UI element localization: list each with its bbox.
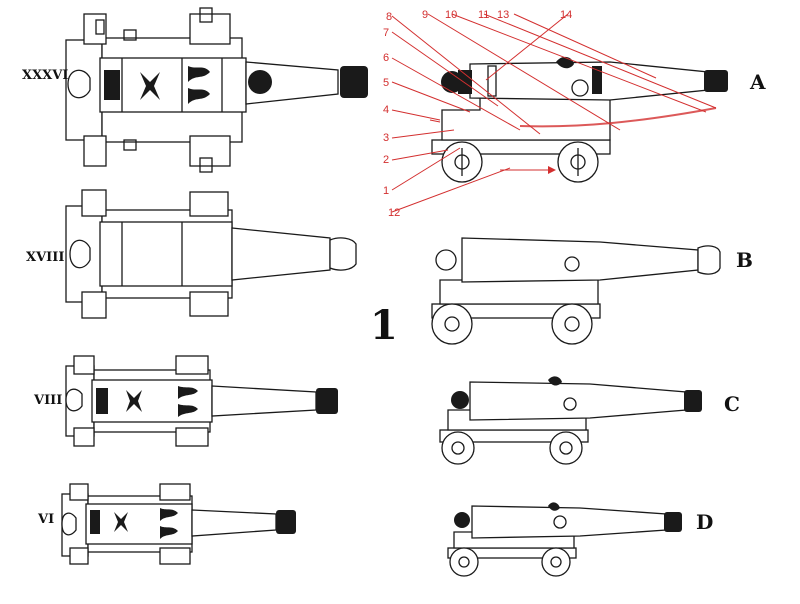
plan-view-xviii bbox=[65, 189, 357, 319]
elevation-label-c: C bbox=[724, 392, 740, 416]
figure-number: 1 bbox=[370, 302, 398, 349]
plan-label-viii: VIII bbox=[34, 393, 63, 408]
plan-label-xviii: XVIII bbox=[26, 250, 65, 265]
plan-view-viii bbox=[65, 355, 338, 447]
callout-8: 8 bbox=[386, 11, 392, 23]
callout-14: 14 bbox=[560, 9, 572, 21]
elevation-b bbox=[431, 237, 721, 345]
callout-9: 9 bbox=[422, 9, 428, 21]
elevation-label-a: A bbox=[750, 70, 766, 94]
plan-view-xxxvi bbox=[65, 7, 368, 173]
callout-2: 2 bbox=[383, 154, 389, 166]
callout-11: 11 bbox=[478, 9, 489, 21]
callout-7: 7 bbox=[383, 27, 389, 39]
callout-13: 13 bbox=[497, 9, 509, 21]
callout-6: 6 bbox=[383, 52, 389, 64]
plan-label-xxxvi: XXXVI bbox=[22, 68, 69, 83]
callout-10: 10 bbox=[445, 9, 457, 21]
callout-5: 5 bbox=[383, 77, 389, 89]
elevation-d bbox=[447, 502, 682, 577]
elevation-a bbox=[431, 56, 728, 183]
callout-4: 4 bbox=[383, 104, 389, 116]
elevation-label-d: D bbox=[696, 510, 714, 534]
plan-label-vi: VI bbox=[38, 512, 55, 527]
callout-3: 3 bbox=[383, 132, 389, 144]
elevation-label-b: B bbox=[736, 248, 753, 272]
elevation-c bbox=[439, 376, 702, 465]
callout-12: 12 bbox=[388, 207, 400, 219]
callout-1: 1 bbox=[383, 185, 389, 197]
plan-view-vi bbox=[61, 483, 296, 565]
